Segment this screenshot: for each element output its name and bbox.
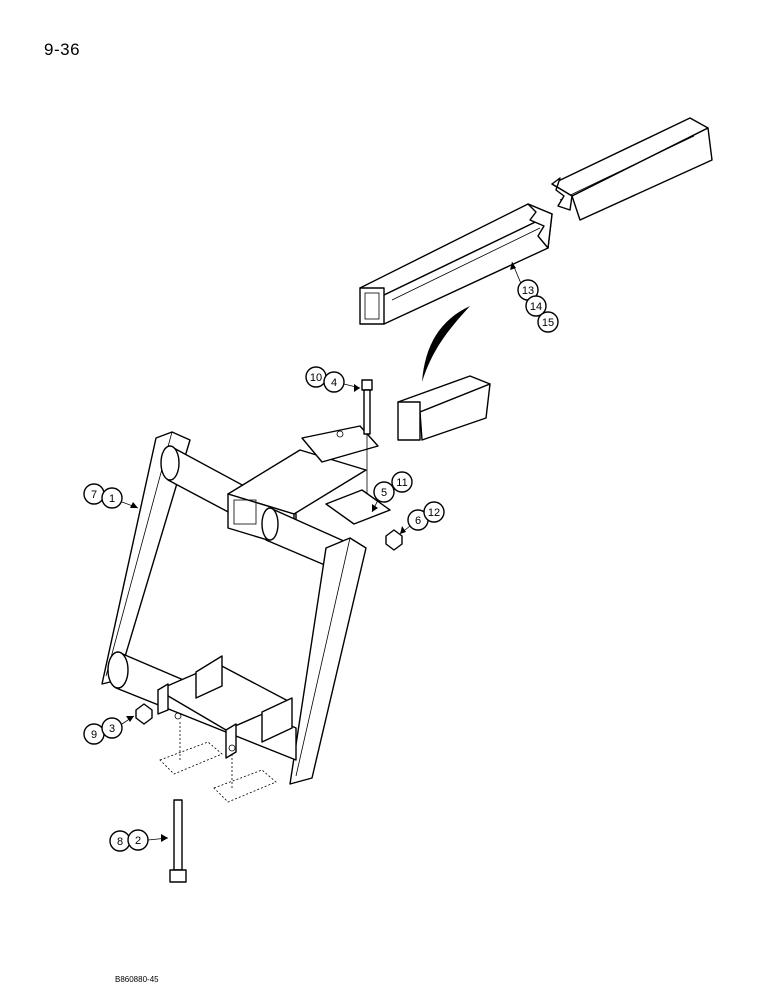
callout-label: 9 <box>91 729 97 741</box>
callout-5-11: 5 11 <box>371 471 413 513</box>
figure-code: B860880-45 <box>115 975 159 984</box>
callout-label: 13 <box>522 285 534 297</box>
callout-label: 12 <box>428 507 440 519</box>
callout-label: 15 <box>542 317 554 329</box>
callout-label: 1 <box>109 493 115 505</box>
callout-label: 10 <box>310 372 322 384</box>
callout-label: 2 <box>135 835 141 847</box>
frame-weldment <box>101 425 379 803</box>
callout-9-3: 9 3 <box>83 715 135 745</box>
callout-label: 14 <box>530 301 542 313</box>
page-number: 9-36 <box>44 40 81 59</box>
callout-7-1: 7 1 <box>83 483 139 509</box>
callout-6-12: 6 12 <box>399 501 445 535</box>
upper-nut <box>385 529 403 551</box>
callout-label: 11 <box>396 477 407 489</box>
lower-nut <box>135 703 153 725</box>
lower-bolt <box>169 799 187 883</box>
callout-label: 4 <box>331 377 337 389</box>
tube-stub <box>397 375 491 441</box>
callout-label: 5 <box>381 487 387 499</box>
callout-label: 6 <box>415 515 421 527</box>
square-tube <box>359 117 713 325</box>
callout-label: 3 <box>109 723 115 735</box>
callout-label: 8 <box>117 836 123 848</box>
callout-8-2: 8 2 <box>109 829 169 852</box>
callout-10-4: 10 4 <box>305 366 361 393</box>
connection-arrow <box>422 306 470 382</box>
clamp-plate <box>325 489 391 525</box>
callout-label: 7 <box>91 489 97 501</box>
callout-13-14-15: 13 14 15 <box>510 261 559 333</box>
